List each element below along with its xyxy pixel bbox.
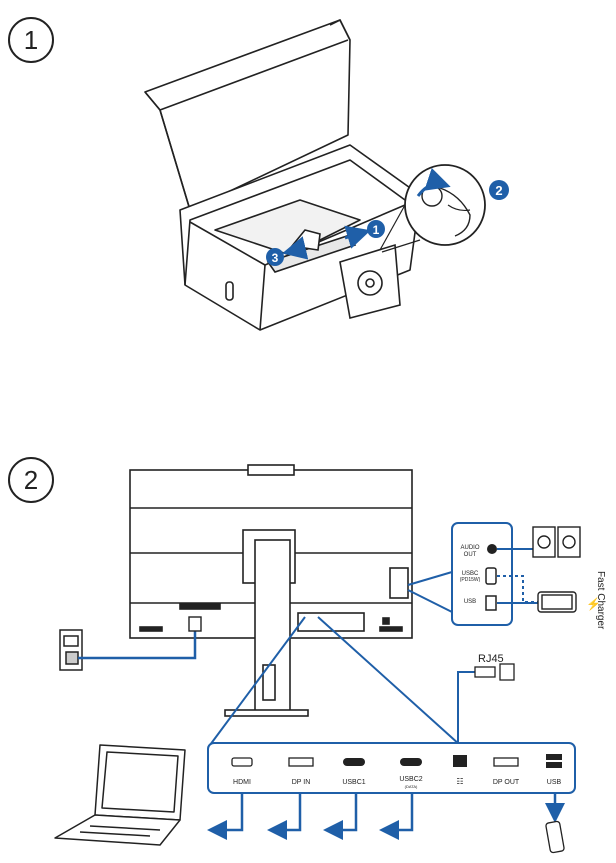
usb-stick-icon (545, 820, 565, 854)
callout-1: 1 (367, 220, 385, 238)
power-plug (188, 616, 202, 632)
svg-text:2: 2 (495, 183, 502, 198)
laptop-icon (54, 744, 186, 846)
phone-icon (537, 591, 577, 613)
svg-text:(PD15W): (PD15W) (460, 577, 481, 583)
svg-text:OUT: OUT (464, 552, 477, 558)
svg-text:☷: ☷ (456, 777, 463, 786)
lightning-icon: ⚡ (586, 597, 601, 611)
charger-cable-dotted (497, 575, 538, 603)
step1-arrows (282, 167, 451, 260)
rj45-connector-icon (474, 663, 515, 681)
svg-text:USBC: USBC (462, 571, 479, 577)
step2-number-badge: 2 (8, 457, 54, 503)
power-cable (78, 630, 197, 660)
port-panel-connector (209, 616, 461, 746)
svg-text:USB: USB (464, 599, 476, 605)
callout-3: 3 (266, 248, 284, 266)
rj45-label: RJ45 (478, 653, 504, 665)
side-port-panel: AUDIO OUT USBC (PD15W) USB (407, 522, 513, 626)
svg-text:(DATA): (DATA) (405, 784, 418, 789)
svg-text:HDMI: HDMI (233, 779, 251, 786)
svg-text:1: 1 (24, 25, 38, 55)
monitor-rear (129, 464, 413, 717)
svg-text:1: 1 (373, 223, 380, 237)
svg-text:USB: USB (547, 779, 562, 786)
svg-text:AUDIO: AUDIO (460, 545, 479, 551)
step1-number-badge: 1 (8, 17, 54, 63)
laptop-cables (207, 793, 565, 840)
bottom-port-panel: HDMI DP IN USBC1 USBC2 (DATA) ☷ DP OUT U… (207, 742, 576, 794)
wall-outlet (59, 629, 83, 671)
svg-text:DP OUT: DP OUT (493, 779, 520, 786)
svg-text:USBC2: USBC2 (399, 776, 422, 783)
svg-text:3: 3 (272, 251, 279, 265)
callout-2: 2 (489, 180, 509, 200)
speakers-icon (532, 526, 581, 558)
svg-text:USBC1: USBC1 (342, 779, 365, 786)
svg-text:DP IN: DP IN (292, 779, 311, 786)
rj45-cable (457, 671, 475, 745)
fast-charger-label: Fast Charger (595, 571, 606, 630)
svg-text:2: 2 (24, 465, 38, 495)
